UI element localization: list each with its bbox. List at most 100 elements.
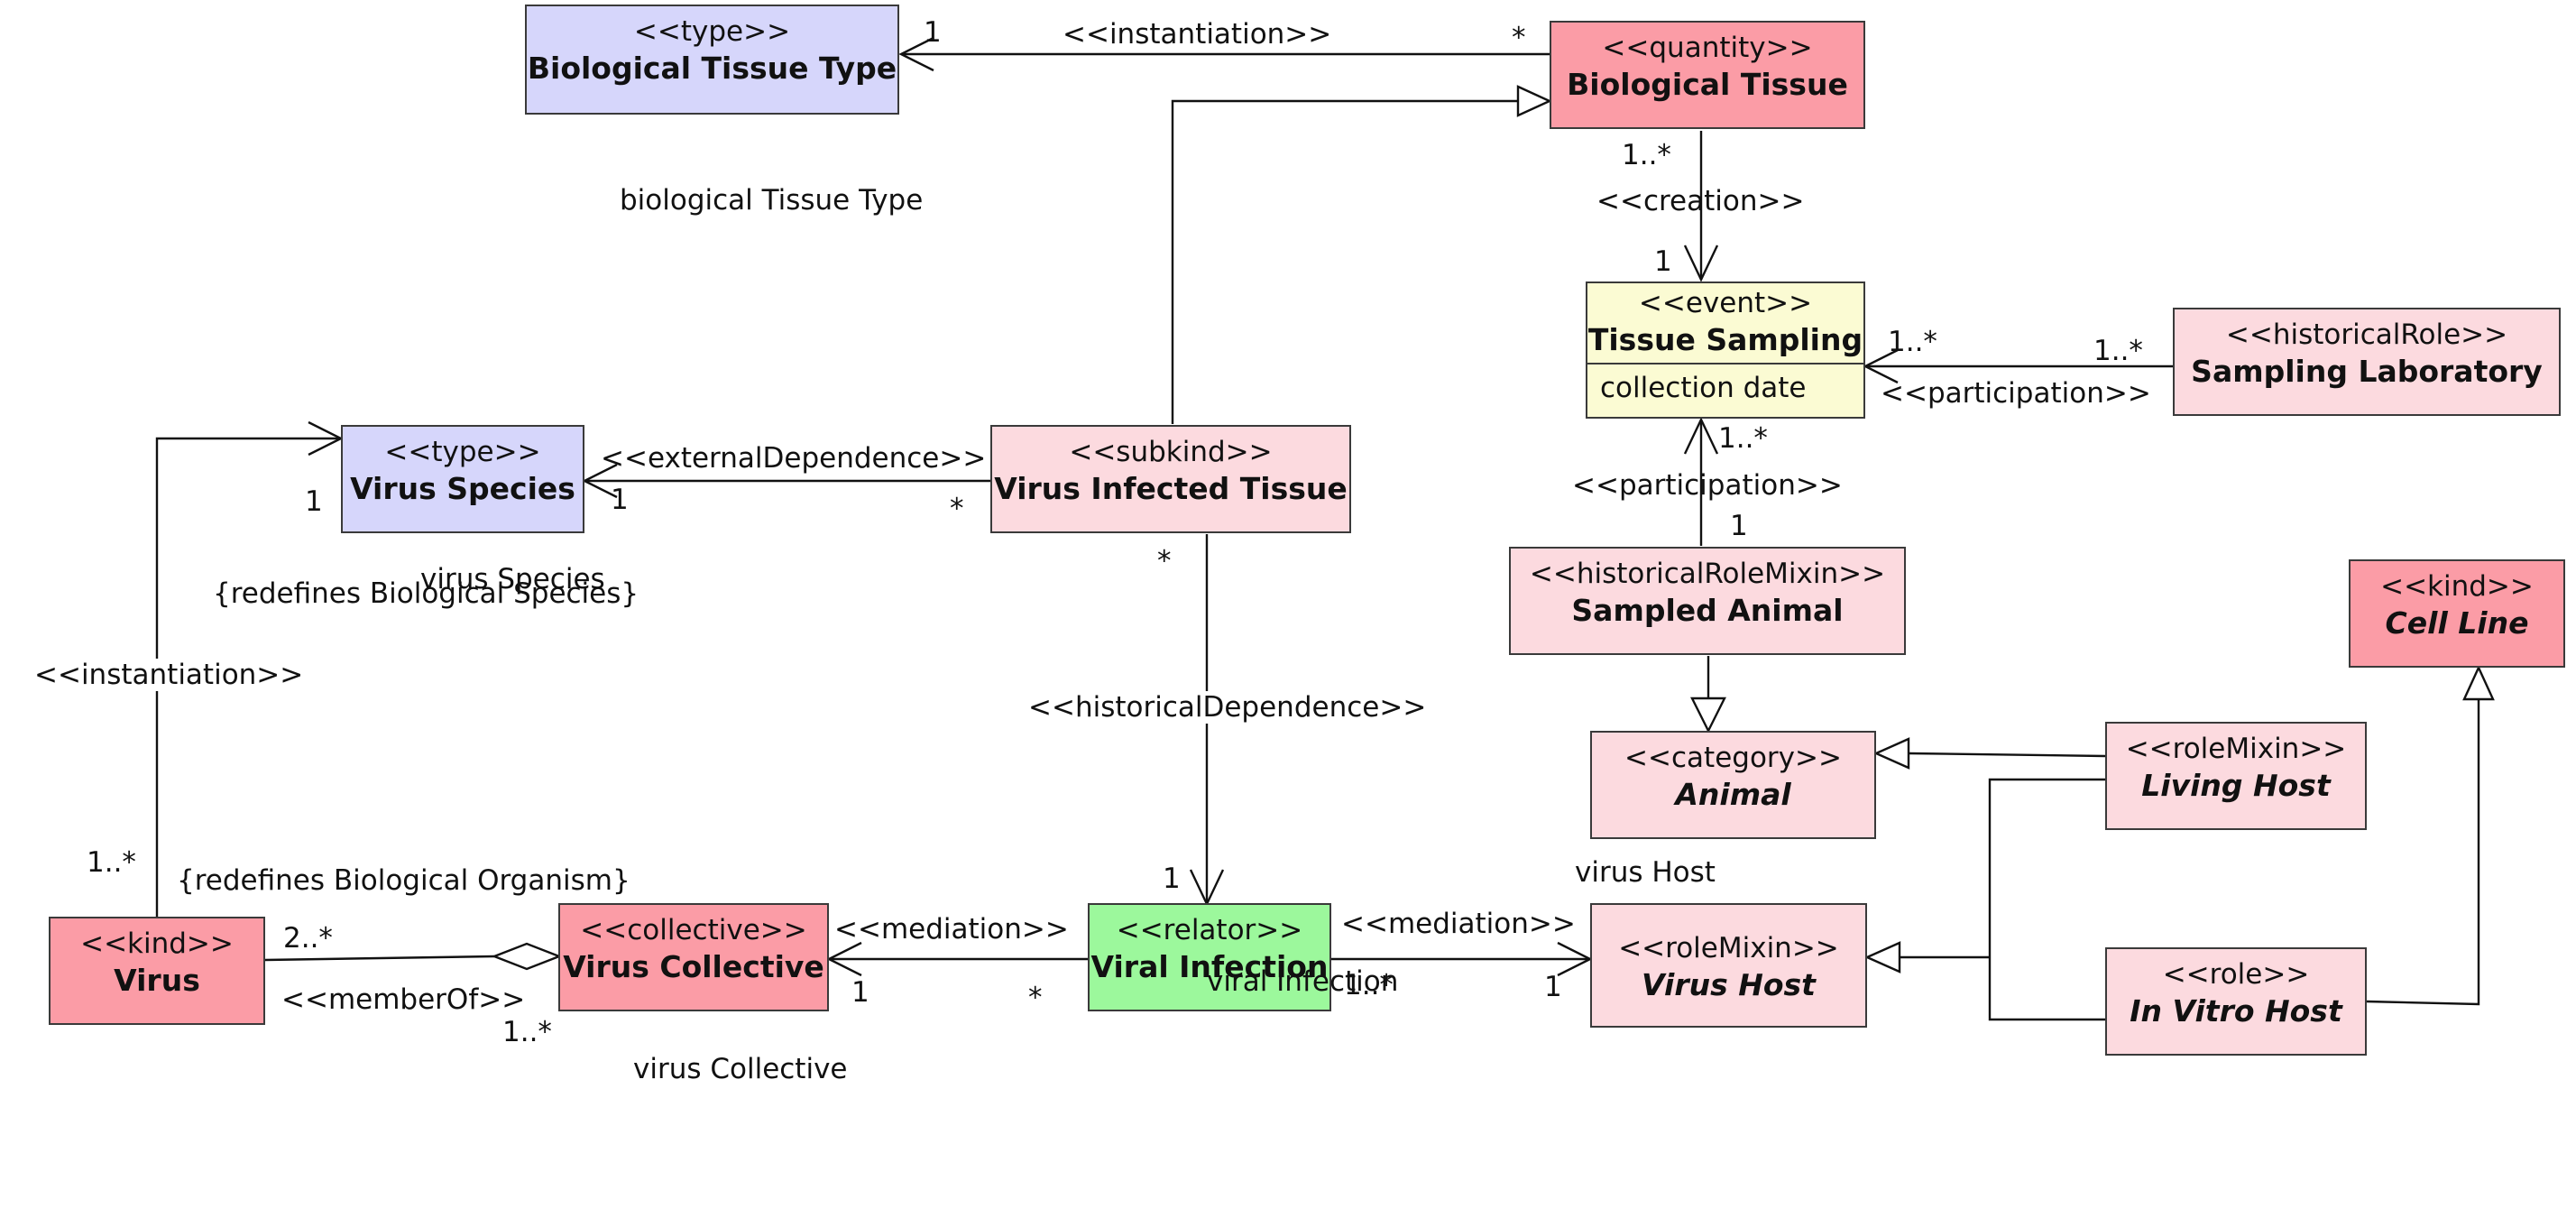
class-stereotype: <<relator>> [1116, 914, 1303, 946]
class-name: Animal [1675, 777, 1791, 812]
class-stereotype: <<subkind>> [1069, 436, 1273, 468]
mediation-collective-arrowhead [826, 941, 862, 977]
multiplicity: 2..* [283, 922, 333, 955]
class-stereotype: <<historicalRoleMixin>> [1529, 558, 1886, 590]
class-virus[interactable]: <<kind>> Virus [49, 917, 265, 1025]
class-virus-host[interactable]: <<roleMixin>> Virus Host [1590, 903, 1867, 1028]
member-of-diamond [491, 942, 563, 971]
multiplicity: 1 [1163, 863, 1181, 895]
class-biological-tissue[interactable]: <<quantity>> Biological Tissue [1550, 21, 1865, 129]
participation-lab-arrowhead [1863, 348, 1899, 384]
role-label-virus-collective: virus Collective [633, 1053, 848, 1085]
generalization-living-host-arrowhead [1873, 737, 1910, 770]
class-name: In Vitro Host [2130, 993, 2342, 1029]
role-label-virus-species: virus Species [420, 563, 605, 595]
class-name: Virus Host [1642, 967, 1816, 1002]
class-name: Sampling Laboratory [2191, 354, 2543, 389]
generalization-infected-tissue-line [1171, 99, 1518, 424]
multiplicity: * [1512, 22, 1526, 54]
class-stereotype: <<roleMixin>> [2125, 733, 2347, 765]
role-label-viral-infection: viral Infection [1207, 965, 1399, 998]
class-biological-tissue-type[interactable]: <<type>> Biological Tissue Type [525, 5, 899, 115]
class-stereotype: <<kind>> [2380, 570, 2534, 603]
class-virus-collective[interactable]: <<collective>> Virus Collective [558, 903, 829, 1011]
multiplicity: * [1028, 982, 1043, 1014]
multiplicity: 1..* [2093, 335, 2143, 367]
class-stereotype: <<type>> [633, 15, 791, 48]
class-tissue-sampling[interactable]: <<event>> Tissue Sampling collection dat… [1586, 281, 1865, 419]
assoc-label-external-dependence: <<externalDependence>> [601, 442, 987, 475]
multiplicity: 1 [611, 484, 629, 516]
assoc-label-mediation-host: <<mediation>> [1341, 908, 1576, 940]
multiplicity: * [950, 493, 964, 525]
class-stereotype: <<type>> [384, 436, 541, 468]
multiplicity: 1..* [1718, 422, 1768, 455]
class-living-host[interactable]: <<roleMixin>> Living Host [2105, 722, 2367, 830]
class-name: Virus Species [350, 471, 575, 506]
multiplicity: 1 [1730, 510, 1748, 542]
multiplicity: 1 [1544, 971, 1562, 1003]
class-name: Virus Infected Tissue [994, 471, 1348, 506]
class-stereotype: <<category>> [1624, 742, 1842, 774]
generalization-in-vitro-line [2366, 699, 2480, 1006]
generalization-hosts-line [1988, 778, 2105, 1021]
generalization-living-host-line [1908, 752, 2106, 758]
multiplicity: * [1157, 545, 1172, 577]
class-stereotype: <<roleMixin>> [1618, 932, 1839, 964]
multiplicity: 1..* [1622, 139, 1671, 171]
class-name: Cell Line [2385, 605, 2529, 641]
role-label-biological-tissue-type: biological Tissue Type [620, 184, 924, 217]
assoc-label-instantiation-tissue: <<instantiation>> [1063, 18, 1332, 51]
class-name: Tissue Sampling [1587, 322, 1863, 357]
class-stereotype: <<quantity>> [1602, 32, 1813, 64]
generalization-infected-tissue-arrowhead [1516, 85, 1552, 117]
class-name: Virus Collective [563, 949, 824, 984]
assoc-label-instantiation-virus: <<instantiation>> [34, 659, 304, 691]
assoc-label-participation-lab: <<participation>> [1881, 377, 2151, 410]
class-animal[interactable]: <<category>> Animal [1590, 731, 1876, 839]
generalization-sampled-animal-arrowhead [1690, 697, 1726, 734]
class-cell-line[interactable]: <<kind>> Cell Line [2349, 559, 2565, 668]
creation-arrowhead [1683, 245, 1719, 282]
class-name: Living Host [2141, 768, 2331, 803]
assoc-label-historical-dependence: <<historicalDependence>> [1028, 691, 1427, 724]
instantiation-virus-line [155, 437, 341, 917]
class-viral-infection[interactable]: <<relator>> Viral Infection [1088, 903, 1331, 1011]
multiplicity: 1..* [502, 1016, 552, 1048]
constraint-redefines-organism: {redefines Biological Organism} [177, 864, 630, 897]
multiplicity: 1 [1654, 245, 1672, 278]
assoc-label-member-of: <<memberOf>> [281, 983, 526, 1016]
class-stereotype: <<role>> [2162, 958, 2310, 991]
class-sampling-laboratory[interactable]: <<historicalRole>> Sampling Laboratory [2173, 308, 2561, 416]
generalization-hosts-arrowhead [1864, 941, 1901, 973]
class-name: Biological Tissue Type [527, 51, 897, 86]
class-name: Virus [114, 963, 200, 998]
instantiation-tissue-arrowhead [898, 36, 934, 72]
class-virus-species[interactable]: <<type>> Virus Species [341, 425, 584, 533]
member-of-line [264, 955, 495, 962]
participation-animal-arrowhead [1683, 417, 1719, 455]
generalization-in-vitro-arrowhead [2462, 665, 2495, 701]
multiplicity: 1..* [87, 846, 136, 879]
multiplicity: 1..* [1344, 969, 1394, 1001]
class-stereotype: <<collective>> [580, 914, 807, 946]
class-name: Viral Infection [1090, 949, 1329, 984]
class-sampled-animal[interactable]: <<historicalRoleMixin>> Sampled Animal [1509, 547, 1906, 655]
class-name: Sampled Animal [1571, 593, 1844, 628]
class-stereotype: <<historicalRole>> [2225, 318, 2508, 351]
multiplicity: 1 [924, 16, 942, 49]
class-stereotype: <<kind>> [80, 927, 234, 960]
attribute-collection-date: collection date [1587, 363, 1863, 411]
multiplicity: 1 [851, 976, 869, 1009]
multiplicity: 1 [305, 485, 323, 518]
constraint-redefines-species: {redefines Biological Species} [213, 577, 639, 610]
class-in-vitro-host[interactable]: <<role>> In Vitro Host [2105, 947, 2367, 1056]
role-label-virus-host: virus Host [1575, 856, 1716, 889]
assoc-label-mediation-collective: <<mediation>> [834, 913, 1069, 946]
external-dependence-arrowhead [582, 463, 618, 499]
assoc-label-creation: <<creation>> [1596, 185, 1805, 217]
class-name: Biological Tissue [1567, 67, 1848, 102]
class-stereotype: <<event>> [1638, 287, 1813, 319]
class-virus-infected-tissue[interactable]: <<subkind>> Virus Infected Tissue [990, 425, 1351, 533]
